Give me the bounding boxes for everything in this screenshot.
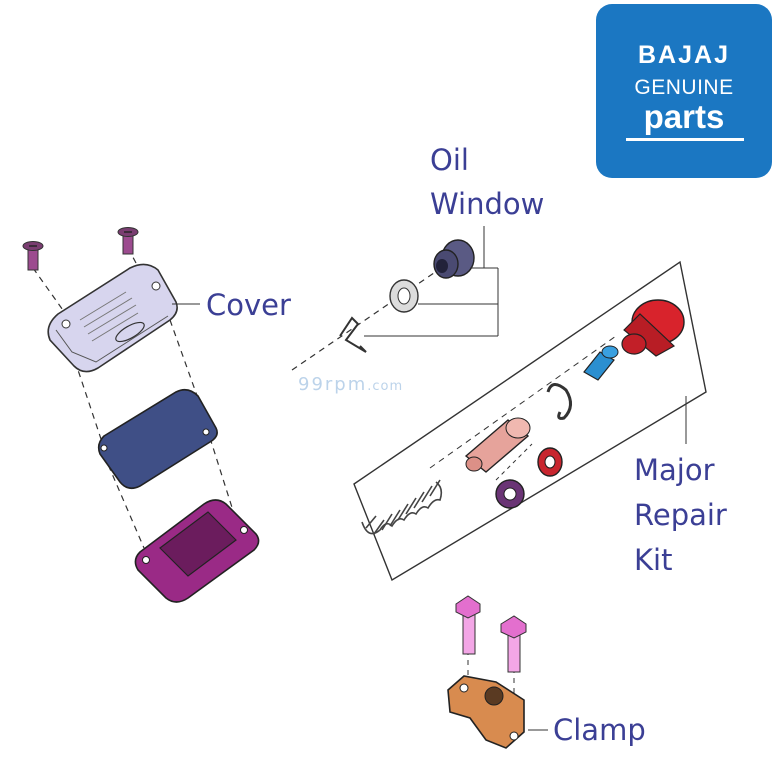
watermark-main: 99rpm [298,374,368,395]
label-clamp: Clamp [553,713,646,747]
clamp-bolt-left [455,595,481,655]
logo-genuine: GENUINE [634,76,734,99]
oil-window-washer [389,279,419,313]
handlebar-clamp [447,675,525,749]
label-oil-window-line2: Window [430,187,545,221]
cover-assembly [22,227,260,603]
cover-screw-left [22,241,44,271]
label-oil-window-line1: Oil [430,143,469,177]
label-major-line2: Repair [634,498,727,532]
cover-diaphragm [97,388,218,490]
logo-brand: BAJAJ [638,41,730,69]
logo-underline [626,138,744,141]
repair-kit-seal-purple [495,479,525,509]
logo-parts: parts [643,98,725,135]
cover-base-cap [134,499,260,603]
repair-kit-boot [621,299,685,357]
oil-window-glass [433,239,475,279]
major-repair-kit-assembly [353,260,707,582]
repair-kit-spring [361,479,443,535]
oil-window-assembly [291,226,499,371]
watermark-suffix: .com [367,379,404,394]
label-major-line3: Kit [634,543,673,577]
bajaj-genuine-parts-logo: BAJAJ GENUINE parts [596,4,772,178]
repair-kit-piston [464,417,531,473]
reservoir-cover [47,263,178,373]
repair-kit-seal-red [537,447,563,477]
cover-screw-right [117,227,139,255]
clamp-assembly [447,595,548,749]
label-major-repair-kit: Major Repair Kit [634,448,727,583]
clamp-bolt-right [500,615,527,673]
watermark: 99rpm.com [298,374,403,395]
label-major-line1: Major [634,453,715,487]
repair-kit-pushrod [583,345,619,381]
label-cover: Cover [206,288,291,322]
label-oil-window: Oil Window [430,138,544,226]
